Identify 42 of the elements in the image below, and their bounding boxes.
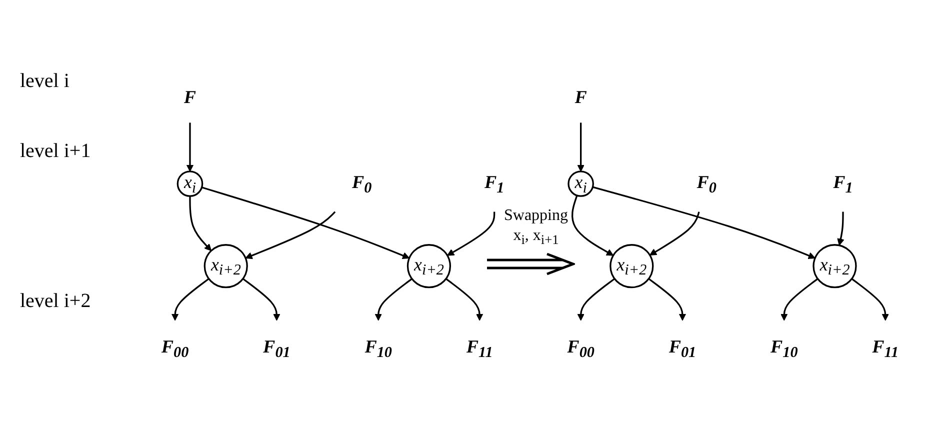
- function-label: F$_{0}$: [352, 171, 372, 196]
- arrow: [447, 212, 496, 256]
- arrow: [572, 195, 614, 256]
- function-label: F$_{10}$: [770, 336, 798, 360]
- function-label: F$_{1}$: [484, 171, 504, 196]
- function-label: F$_{00}$: [161, 336, 189, 360]
- arrow: [780, 278, 818, 321]
- function-label: F$_{01}$: [263, 336, 290, 360]
- arrow: [577, 122, 584, 172]
- function-label: F$_{0}$: [696, 171, 716, 196]
- arrow: [186, 122, 194, 172]
- arrow: [374, 278, 412, 321]
- variable-node: x$_{i+2}$: [406, 244, 452, 288]
- arrow: [648, 278, 686, 321]
- arrow: [245, 211, 336, 259]
- arrow: [242, 278, 280, 321]
- level-label: level i: [20, 70, 70, 93]
- function-label: F: [574, 86, 587, 107]
- variable-node: x$_{i+2}$: [610, 244, 654, 288]
- function-label: F$_{11}$: [872, 336, 899, 360]
- variable-node: x$_{i}$: [176, 170, 204, 197]
- function-label: F$_{1}$: [833, 171, 853, 196]
- function-label: F$_{11}$: [466, 336, 493, 360]
- level-label: level i+2: [20, 290, 91, 313]
- arrow: [592, 186, 816, 259]
- arrow: [577, 278, 616, 321]
- level-label: level i+1: [20, 140, 91, 163]
- swap-label: Swapping x$_{i}$, x$_{i+1}$: [503, 206, 569, 250]
- arrow: [171, 278, 210, 321]
- variable-node: x$_{i+2}$: [204, 244, 248, 288]
- function-label: F$_{10}$: [364, 336, 392, 360]
- arrow: [446, 278, 484, 321]
- arrow: [851, 278, 889, 321]
- function-label: F$_{00}$: [567, 336, 594, 360]
- arrow: [202, 186, 410, 259]
- arrow: [837, 212, 844, 246]
- function-label: F$_{01}$: [668, 336, 696, 360]
- function-label: F: [184, 86, 196, 107]
- variable-node: x$_{i}$: [568, 170, 594, 197]
- variable-node: x$_{i+2}$: [812, 244, 857, 288]
- arrow: [189, 196, 212, 251]
- arrow: [650, 212, 700, 256]
